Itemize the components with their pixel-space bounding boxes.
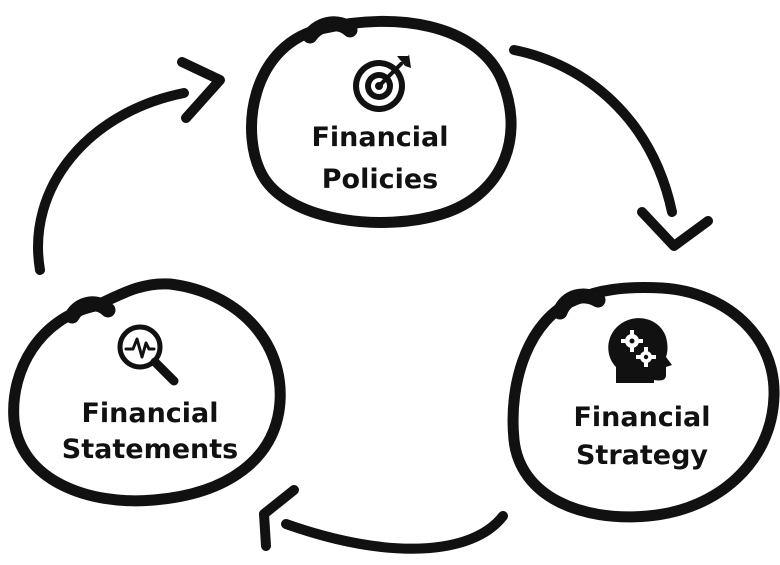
node-financial-statements: Financial Statements [8, 278, 286, 507]
node-financial-strategy: Financial Strategy [507, 282, 780, 523]
node-financial-statements-line1: Financial [81, 398, 218, 429]
node-outline [8, 278, 286, 507]
arrow-statements-to-policies [33, 57, 225, 275]
arrow-strategy-to-statements [259, 485, 508, 554]
magnifier-pulse-icon [117, 324, 179, 386]
node-financial-statements-line2: Statements [62, 434, 238, 465]
arrow-policies-to-strategy [509, 45, 713, 251]
head-gears-icon [608, 318, 672, 383]
node-outline [507, 282, 780, 523]
node-financial-strategy-line1: Financial [573, 402, 710, 433]
target-icon [353, 54, 411, 112]
node-financial-strategy-line2: Strategy [576, 440, 708, 471]
node-financial-policies-line1: Financial [311, 122, 448, 153]
node-outline [246, 15, 517, 228]
node-financial-policies: Financial Policies [246, 15, 517, 228]
node-financial-policies-line2: Policies [322, 164, 439, 195]
